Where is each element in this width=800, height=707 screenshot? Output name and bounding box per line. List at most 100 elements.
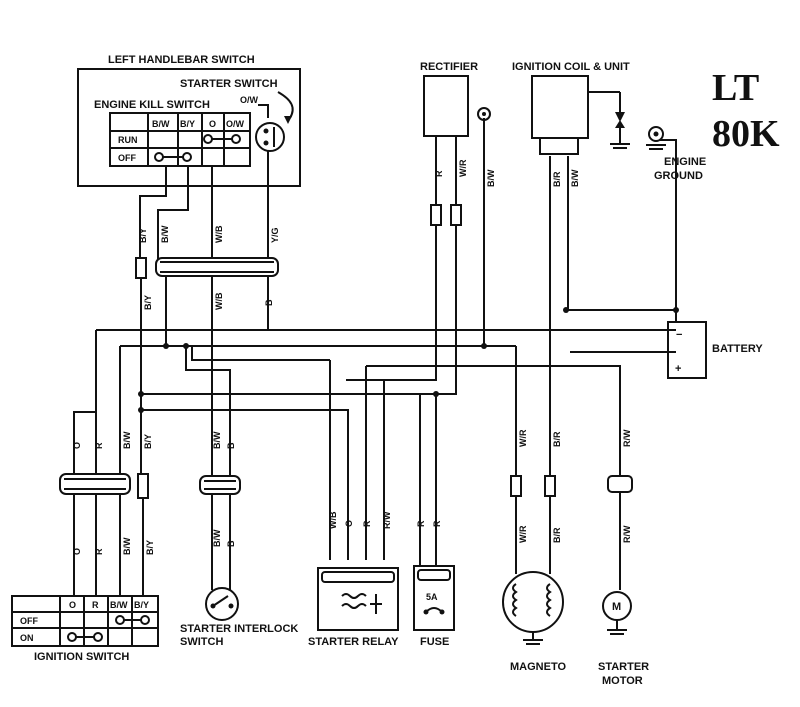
label-ig-r2: R <box>94 548 104 555</box>
bus-r-rectifier <box>141 226 457 395</box>
wire-by-handlebar <box>157 166 189 260</box>
starter-pointer-arrowhead <box>284 116 292 124</box>
label-il-bw: B/W <box>212 431 222 449</box>
label-rect-bw: B/W <box>486 169 496 187</box>
bus-r-fuse <box>346 226 437 381</box>
rectifier-label: RECTIFIER <box>420 61 478 73</box>
label-ig-o: O <box>72 442 82 449</box>
engine-kill-switch-label: ENGINE KILL SWITCH <box>94 99 210 111</box>
label-sr-wb: W/B <box>328 511 338 529</box>
label-rect-wr: W/R <box>458 159 468 177</box>
bus-rw-motor <box>366 365 621 476</box>
wire-engine-ground <box>660 139 677 322</box>
kill-col-o: O <box>209 119 216 129</box>
battery-pos-symbol: + <box>675 363 681 375</box>
label-mg-br: B/R <box>552 431 562 447</box>
inline-connector-by <box>135 257 147 279</box>
bus-o-relay <box>141 409 349 560</box>
kill-run-terminal-a <box>203 134 213 144</box>
magneto-coil-left <box>512 583 518 617</box>
label-fu-r1: R <box>416 520 426 527</box>
label-sr-rw: R/W <box>382 511 392 529</box>
interlock-switch-symbol <box>205 587 239 621</box>
motor-symbol-m: M <box>612 601 621 613</box>
label-by-top: B/Y <box>138 228 148 243</box>
kill-col-bw: B/W <box>152 119 170 129</box>
label-coil-bw: B/W <box>570 169 580 187</box>
starter-relay-label: STARTER RELAY <box>308 636 399 648</box>
fuse-body <box>413 565 455 631</box>
rectifier-body <box>423 75 469 137</box>
label-mg-wr2: W/R <box>518 525 528 543</box>
left-handlebar-switch-label: LEFT HANDLEBAR SWITCH <box>108 54 255 66</box>
label-yg-top: Y/G <box>270 227 280 243</box>
engine-ground-label-2: GROUND <box>654 170 703 182</box>
rectifier-ground-terminal <box>477 107 491 121</box>
ign-col-by: B/Y <box>134 600 149 610</box>
kill-off-terminal-b <box>182 152 192 162</box>
label-wb-mid: W/B <box>214 292 224 310</box>
ign-row-on: ON <box>20 633 34 643</box>
magneto-inline-wr <box>510 475 522 497</box>
rectifier-inline-wr <box>450 204 462 226</box>
ign-col-r: R <box>92 600 99 610</box>
wire-bw-handlebar <box>139 166 167 258</box>
starter-motor-label-1: STARTER <box>598 661 649 673</box>
interlock-connector <box>199 475 241 495</box>
wire-b-interlock <box>185 346 231 476</box>
label-ig-r: R <box>94 442 104 449</box>
handlebar-connector <box>155 257 279 277</box>
starter-motor-label-2: MOTOR <box>602 675 643 687</box>
label-il-b: B <box>226 442 236 449</box>
starter-relay-coil <box>341 593 367 599</box>
motor-connector <box>607 475 633 493</box>
ign-row-off: OFF <box>20 616 38 626</box>
label-il-bw2: B/W <box>212 529 222 547</box>
label-sm-rw: R/W <box>622 429 632 447</box>
ignition-coil-label: IGNITION COIL & UNIT <box>512 61 630 73</box>
magneto-coil-right <box>546 583 552 617</box>
label-by-mid: B/Y <box>143 295 153 310</box>
spark-plug-arrow <box>615 112 625 122</box>
battery-label: BATTERY <box>712 343 763 355</box>
interlock-label-2: SWITCH <box>180 636 223 648</box>
label-coil-br: B/R <box>552 171 562 187</box>
magneto-label: MAGNETO <box>510 661 566 673</box>
interlock-label-1: STARTER INTERLOCK <box>180 623 298 635</box>
starter-switch-button <box>255 122 285 152</box>
starter-pointer-line <box>277 91 294 119</box>
kill-off-terminal-a <box>154 152 164 162</box>
label-ig-bw2: B/W <box>122 537 132 555</box>
label-mg-wr: W/R <box>518 429 528 447</box>
rectifier-inline-r <box>430 204 442 226</box>
magneto-inline-br <box>544 475 556 497</box>
kill-row-run: RUN <box>118 135 138 145</box>
starter-wire-label: O/W <box>240 95 259 105</box>
label-rect-r: R <box>434 170 444 177</box>
fuse-rating: 5A <box>426 592 438 602</box>
kill-col-by: B/Y <box>180 119 195 129</box>
ignition-connector <box>59 473 131 495</box>
kill-row-off: OFF <box>118 153 136 163</box>
starter-switch-label: STARTER SWITCH <box>180 78 278 90</box>
ignition-inline-by <box>137 473 149 499</box>
label-sr-o: O <box>344 520 354 527</box>
starter-wire-stub <box>258 104 269 118</box>
label-fu-r2: R <box>432 520 442 527</box>
label-il-b2: B <box>226 540 236 547</box>
fuse-label: FUSE <box>420 636 449 648</box>
starter-relay-body <box>317 567 399 631</box>
label-ig-by2: B/Y <box>145 540 155 555</box>
magneto-symbol <box>502 571 564 633</box>
wire-o-ign <box>73 330 97 474</box>
engine-ground-terminal <box>648 126 664 142</box>
label-sr-r: R <box>362 520 372 527</box>
label-mg-br2: B/R <box>552 527 562 543</box>
ign-col-bw: B/W <box>110 600 128 610</box>
battery-neg-symbol: − <box>676 329 682 341</box>
model-title-line2: 80K <box>712 113 780 155</box>
ignition-coil-body <box>531 75 589 139</box>
ignition-switch-label: IGNITION SWITCH <box>34 651 129 663</box>
battery-body <box>667 321 707 379</box>
